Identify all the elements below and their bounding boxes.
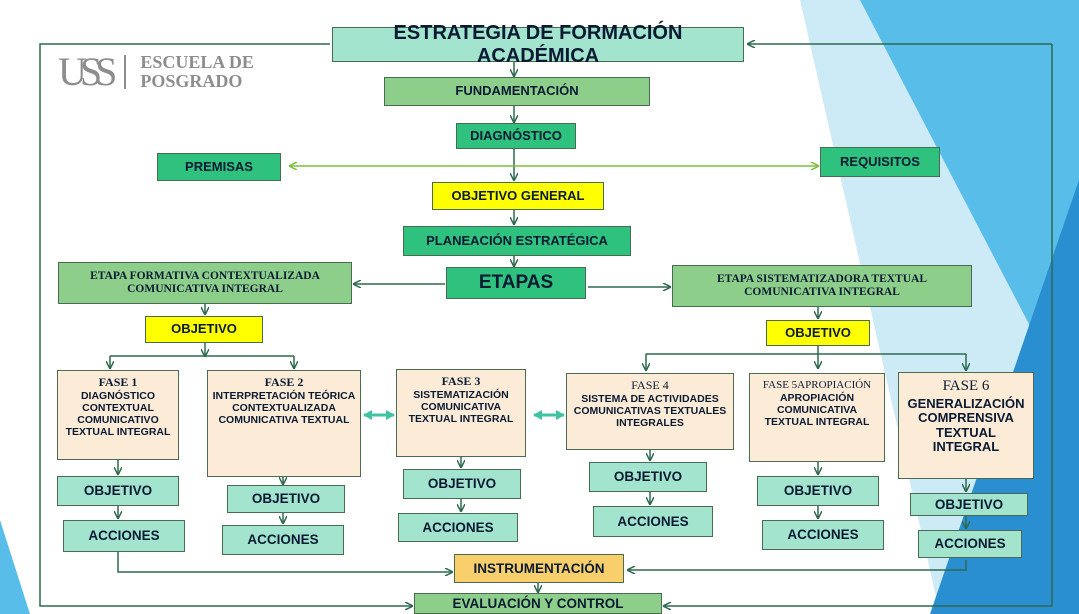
phase-2-desc: INTERPRETACIÓN TEÓRICA CONTEXTUALIZADA C…	[212, 390, 356, 426]
phase-1: FASE 1 DIAGNÓSTICO CONTEXTUAL COMUNICATI…	[57, 370, 179, 460]
logo-line-2: POSGRADO	[140, 70, 243, 91]
node-etapas: ETAPAS	[446, 267, 586, 299]
phase-6-objetivo: OBJETIVO	[910, 493, 1028, 516]
phase-4: FASE 4 SISTEMA DE ACTIVIDADES COMUNICATI…	[566, 373, 734, 450]
phase-3-acciones: ACCIONES	[398, 513, 518, 542]
phase-2-acciones: ACCIONES	[222, 525, 344, 555]
phase-6-title: FASE 6	[942, 378, 990, 394]
phase-3-title: FASE 3	[441, 374, 481, 388]
phase-5-desc: APROPIACIÓN COMUNICATIVA TEXTUAL INTEGRA…	[764, 392, 870, 428]
phase-5-title: FASE 5APROPIACIÓN	[762, 379, 872, 391]
logo-mark: USS	[58, 49, 117, 94]
phase-2-title: FASE 2	[264, 375, 304, 389]
phase-5-acciones: ACCIONES	[762, 520, 884, 550]
phase-2-objetivo: OBJETIVO	[227, 485, 345, 513]
node-objetivo-right: OBJETIVO	[766, 320, 870, 346]
phase-4-title: FASE 4	[631, 378, 669, 392]
node-fundamentacion: FUNDAMENTACIÓN	[384, 77, 650, 106]
node-requisitos: REQUISITOS	[820, 147, 940, 177]
phase-4-desc: SISTEMA DE ACTIVIDADES COMUNICATIVAS TEX…	[573, 393, 727, 429]
node-etapa-sistematizadora: ETAPA SISTEMATIZADORA TEXTUAL COMUNICATI…	[672, 265, 972, 307]
phase-3-objetivo: OBJETIVO	[403, 469, 521, 499]
uss-logo: USS ESCUELA DE POSGRADO	[58, 48, 254, 95]
logo-line-1: ESCUELA DE	[140, 51, 254, 72]
node-premisas: PREMISAS	[157, 153, 281, 181]
phase-5: FASE 5APROPIACIÓN APROPIACIÓN COMUNICATI…	[749, 373, 885, 462]
phase-1-desc: DIAGNÓSTICO CONTEXTUAL COMUNICATIVO TEXT…	[65, 390, 171, 438]
phase-4-objetivo: OBJETIVO	[589, 462, 707, 492]
phase-5-objetivo: OBJETIVO	[757, 476, 879, 506]
phase-3-desc: SISTEMATIZACIÓN COMUNICATIVA TEXTUAL INT…	[408, 389, 514, 425]
logo-text: ESCUELA DE POSGRADO	[140, 51, 254, 91]
phase-1-title: FASE 1	[98, 375, 138, 389]
node-etapa-formativa: ETAPA FORMATIVA CONTEXTUALIZADA COMUNICA…	[58, 262, 352, 304]
node-planeacion: PLANEACIÓN ESTRATÉGICA	[403, 226, 631, 256]
node-objetivo-left: OBJETIVO	[145, 316, 263, 343]
node-instrumentacion: INSTRUMENTACIÓN	[454, 554, 624, 583]
phase-2: FASE 2 INTERPRETACIÓN TEÓRICA CONTEXTUAL…	[207, 370, 361, 477]
node-diagnostico: DIAGNÓSTICO	[456, 123, 576, 149]
logo-separator	[124, 54, 127, 89]
phase-6-acciones: ACCIONES	[918, 530, 1022, 558]
phase-4-acciones: ACCIONES	[593, 506, 713, 537]
bg-triangle-blue	[860, 0, 1079, 420]
phase-1-acciones: ACCIONES	[63, 520, 185, 552]
bg-corner-left	[0, 520, 30, 614]
node-estrategia: ESTRATEGIA DE FORMACIÓN ACADÉMICA	[332, 22, 744, 67]
phase-1-objetivo: OBJETIVO	[57, 476, 179, 506]
phase-3: FASE 3 SISTEMATIZACIÓN COMUNICATIVA TEXT…	[396, 369, 526, 457]
node-evaluacion: EVALUACIÓN Y CONTROL	[414, 593, 662, 614]
phase-6-desc: GENERALIZACIÓN COMPRENSIVA TEXTUAL INTEG…	[907, 395, 1025, 455]
node-objetivo-general: OBJETIVO GENERAL	[432, 182, 604, 210]
phase-6: FASE 6 GENERALIZACIÓN COMPRENSIVA TEXTUA…	[898, 372, 1034, 479]
